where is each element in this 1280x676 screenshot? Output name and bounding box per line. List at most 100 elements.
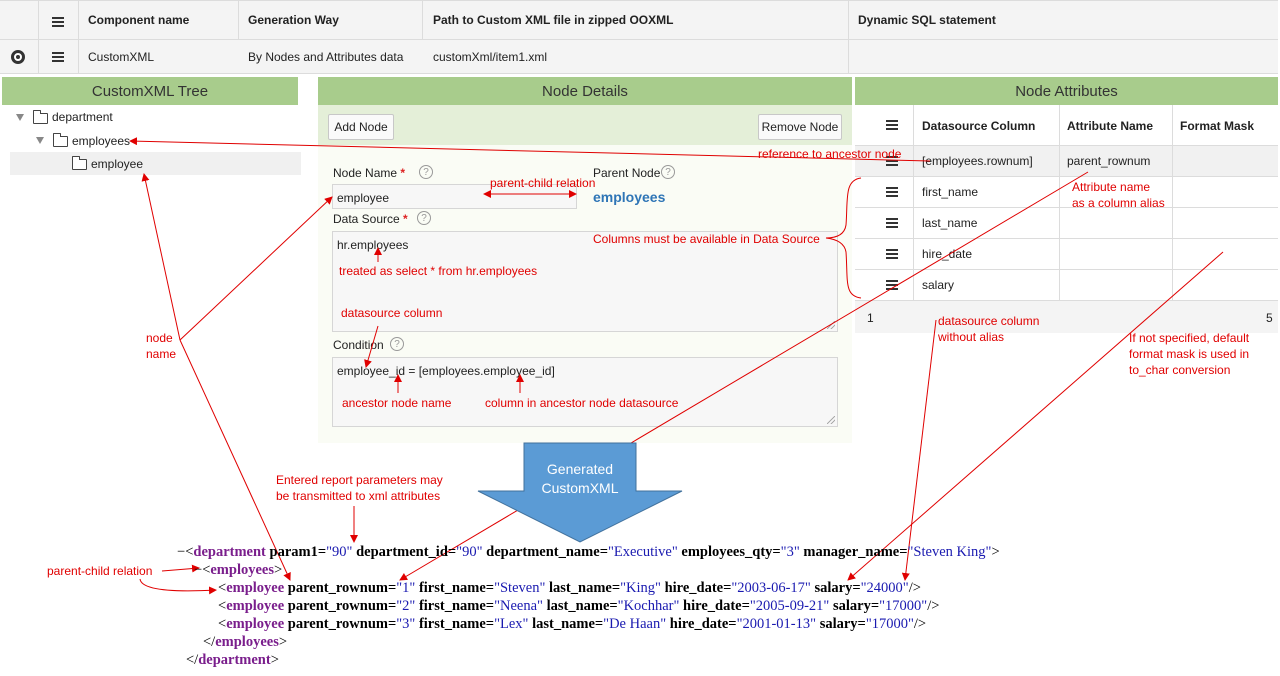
header-generation-way[interactable]: Generation Way [248,13,339,27]
node-name-label-text: Node Name [333,166,398,180]
annotation-attr-alias-1: Attribute name [1072,180,1151,194]
xml-line-department-close: </department> [186,652,279,668]
annotation-parent-child: parent-child relation [490,176,596,190]
annotation-columns-available: Columns must be available in Data Source [593,232,820,246]
attr-name-cell[interactable]: parent_rownum [1067,154,1151,168]
resize-grip[interactable] [827,416,835,424]
xml-line-employee: <employee parent_rownum="1" first_name="… [218,580,921,596]
xml-line-department: −<department param1="90" department_id="… [177,544,1000,560]
tree-item-employee[interactable]: employee [91,157,144,171]
annotation-node-name-1: node [146,331,173,345]
attributes-panel: Datasource Column Attribute Name Format … [855,105,1278,333]
required-mark: * [403,212,408,226]
grid-border [0,73,1278,74]
tree-panel: department employees employee [0,105,316,443]
grid-col-divider [848,0,849,74]
annotation-treated-as: treated as select * from hr.employees [339,264,538,278]
annotation-ds-no-alias-2: without alias [938,330,1005,344]
annotation-mask-2: format mask is used in [1129,347,1250,361]
remove-node-button[interactable]: Remove Node [758,114,842,140]
node-name-input[interactable]: employee [332,184,577,209]
attr-column-cell[interactable]: last_name [922,216,978,230]
tree-panel-title: CustomXML Tree [2,77,298,105]
required-mark: * [400,166,406,180]
attr-column-cell[interactable]: first_name [922,185,979,199]
grid-row-divider [0,39,1278,40]
header-component-name[interactable]: Component name [88,13,190,27]
xml-line-employee: <employee parent_rownum="3" first_name="… [218,616,927,632]
annotation-attr-alias-2: as a column alias [1072,196,1165,210]
attr-column-cell[interactable]: [employees.rownum] [922,154,1033,168]
pager-left[interactable]: 1 [867,311,874,325]
add-node-button[interactable]: Add Node [328,114,394,140]
hamburger-icon[interactable] [52,17,64,27]
expand-triangle-icon[interactable] [36,137,44,144]
grid-col-divider [38,0,39,74]
condition-textarea[interactable]: employee_id = [employees.employee_id] [332,357,838,427]
cell-xml-path[interactable]: customXml/item1.xml [433,50,548,64]
node-name-label: Node Name * [333,166,405,180]
generated-label-1: Generated [546,461,614,477]
data-source-label: Data Source * [333,212,408,226]
annotation-report-params-1: Entered report parameters may [276,473,443,487]
folder-icon [72,156,87,170]
hamburger-icon[interactable] [886,187,898,197]
grid-border [0,0,1278,1]
xml-line-employees-open: −<employees> [194,562,283,578]
header-dynamic-sql[interactable]: Dynamic SQL statement [858,13,996,27]
grid-col-divider [422,0,423,40]
resize-grip[interactable] [827,321,835,329]
generated-label-2: CustomXML [541,480,619,496]
data-source-label-text: Data Source [333,212,400,226]
tree-item-employees[interactable]: employees [72,134,131,148]
annotation-reference: reference to ancestor node [758,147,902,161]
annotation-mask-3: to_char conversion [1129,363,1231,377]
help-icon[interactable]: ? [419,165,433,179]
header-attribute-name[interactable]: Attribute Name [1067,119,1154,133]
header-xml-path[interactable]: Path to Custom XML file in zipped OOXML [433,13,674,27]
xml-line-employees-close: </employees> [203,634,288,650]
details-panel: Add Node Remove Node Node Name * ? emplo… [318,105,852,443]
hamburger-icon[interactable] [886,218,898,228]
attr-column-cell[interactable]: salary [922,278,955,292]
pager-right[interactable]: 5 [1266,311,1273,325]
grid-row-divider [855,207,1278,208]
expand-triangle-icon[interactable] [16,114,24,121]
help-icon[interactable]: ? [390,337,404,351]
radio-icon[interactable] [11,50,25,64]
details-panel-title: Node Details [318,77,852,105]
cell-generation-way[interactable]: By Nodes and Attributes data [248,50,404,64]
attributes-panel-title: Node Attributes [855,77,1278,105]
grid-row-divider [855,145,1278,146]
annotation-parent-child-left: parent-child relation [47,564,153,578]
grid-col-divider [78,0,79,74]
hamburger-icon[interactable] [886,249,898,259]
annotation-report-params-2: be transmitted to xml attributes [276,489,441,503]
hamburger-icon[interactable] [886,280,898,290]
header-datasource-column[interactable]: Datasource Column [922,119,1036,133]
grid-col-divider [1172,105,1173,300]
tree-item-department[interactable]: department [52,110,113,124]
hamburger-icon[interactable] [886,156,898,166]
grid-col-divider [238,0,239,40]
data-source-value: hr.employees [337,238,409,252]
cell-component-name[interactable]: CustomXML [88,50,155,64]
header-format-mask[interactable]: Format Mask [1180,119,1255,133]
hamburger-icon[interactable] [886,120,898,130]
grid-row-divider [855,176,1278,177]
folder-icon [53,133,68,147]
xml-line-employee: <employee parent_rownum="2" first_name="… [218,598,940,614]
annotation-ds-column: datasource column [341,306,443,320]
attr-column-cell[interactable]: hire_date [922,247,973,261]
help-icon[interactable]: ? [417,211,431,225]
help-icon[interactable]: ? [661,165,675,179]
parent-node-value: employees [593,189,666,205]
annotation-ds-no-alias-1: datasource column [938,314,1040,328]
hamburger-icon[interactable] [52,52,64,62]
grid-row-divider [855,238,1278,239]
data-source-textarea[interactable]: hr.employees [332,231,838,332]
parent-node-label: Parent Node [593,166,661,180]
grid-row-divider [855,300,1278,301]
component-grid: Component name Generation Way Path to Cu… [0,0,1278,74]
